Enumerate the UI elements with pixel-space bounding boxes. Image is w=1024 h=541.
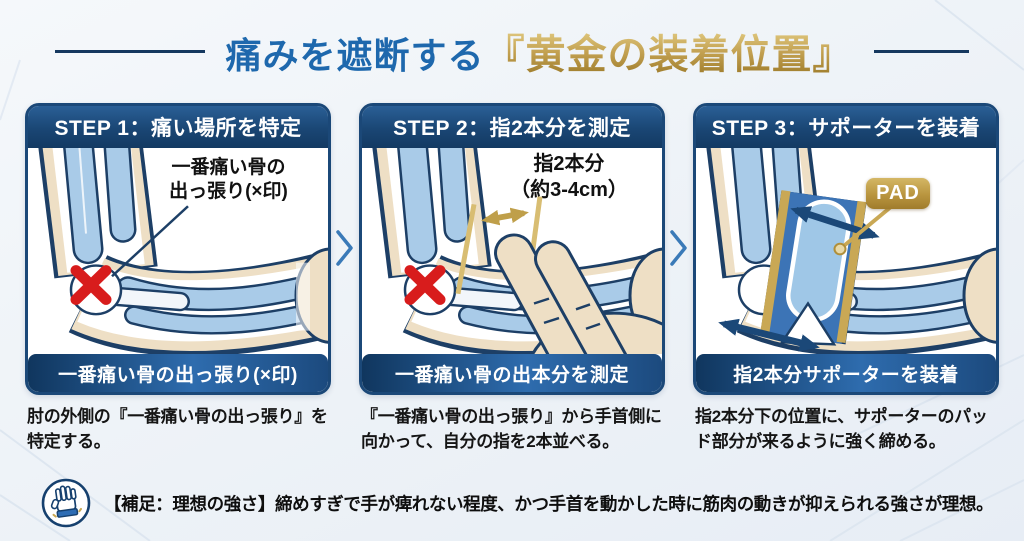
annotation-line: （約3-4cm） (510, 178, 628, 201)
step-2-description: 『一番痛い骨の出っ張り』から手首側に向かって、自分の指を2本並べる。 (361, 407, 662, 451)
footer-note-row: 【補足：理想の強さ】締めすぎで手が痺れない程度、かつ手首を動かした時に筋肉の動き… (40, 477, 1016, 529)
hand-with-wristband-icon (41, 478, 91, 528)
step-3-header: STEP 3：サポーターを装着 (696, 106, 996, 148)
step-3-description: 指2本分下の位置に、サポーターのパッド部分が来るように強く締める。 (695, 407, 988, 451)
annotation-leader-line (111, 205, 189, 278)
pad-label: PAD (866, 178, 930, 209)
elbow-measuring-illustration (372, 148, 662, 354)
step-2-caption: 一番痛い骨の出本分を測定 (362, 354, 662, 392)
title-rule-right (873, 49, 969, 53)
step-3: STEP 3：サポーターを装着 (693, 103, 999, 454)
step-1-illustration: 一番痛い骨の 出っ張り(×印) (28, 148, 328, 354)
red-x-mark (404, 265, 446, 305)
step-1-description: 肘の外側の『一番痛い骨の出っ張り』を特定する。 (27, 407, 328, 451)
annotation-line: 指2本分 (533, 153, 605, 175)
title-highlight: 『黄金の装着位置』 (484, 33, 854, 77)
step-2-illustration: 指2本分 （約3-4cm） (362, 148, 662, 354)
steps-row: STEP 1：痛い場所を特定 (20, 103, 1004, 454)
step-1-panel: STEP 1：痛い場所を特定 (25, 103, 331, 395)
red-x-mark (70, 265, 112, 305)
page-title: 痛みを遮断する『黄金の装着位置』 (0, 18, 1024, 84)
title-rule-left (55, 49, 206, 53)
title-prefix: 痛みを遮断する (225, 35, 485, 76)
step-1: STEP 1：痛い場所を特定 (25, 103, 331, 454)
step-2-annotation: 指2本分 （約3-4cm） (480, 152, 658, 203)
chevron-right-icon (670, 230, 687, 266)
step-2: STEP 2：指2本分を測定 (359, 103, 665, 454)
tighten-arrow-bottom (718, 318, 820, 352)
step-3-panel: STEP 3：サポーターを装着 (693, 103, 999, 395)
step-1-annotation: 一番痛い骨の 出っ張り(×印) (136, 156, 321, 205)
elbow-anatomy-illustration (38, 148, 328, 354)
measure-tick (455, 203, 477, 295)
elbow-supporter-illustration (706, 148, 996, 354)
measure-double-arrow (481, 207, 529, 226)
step-1-header: STEP 1：痛い場所を特定 (28, 106, 328, 148)
step-2-panel: STEP 2：指2本分を測定 (359, 103, 665, 395)
footer-note: 【補足：理想の強さ】締めすぎで手が痺れない程度、かつ手首を動かした時に筋肉の動き… (104, 493, 994, 514)
step-3-caption: 指2本分サポーターを装着 (696, 354, 996, 392)
step-1-caption: 一番痛い骨の出っ張り(×印) (28, 354, 328, 392)
chevron-right-icon (336, 230, 353, 266)
annotation-line: 出っ張り(×印) (169, 181, 288, 203)
annotation-line: 一番痛い骨の (171, 157, 286, 178)
title-text: 痛みを遮断する『黄金の装着位置』 (225, 22, 853, 80)
measuring-fingers (494, 233, 662, 354)
step-3-illustration: PAD (696, 148, 996, 354)
step-2-header: STEP 2：指2本分を測定 (362, 106, 662, 148)
